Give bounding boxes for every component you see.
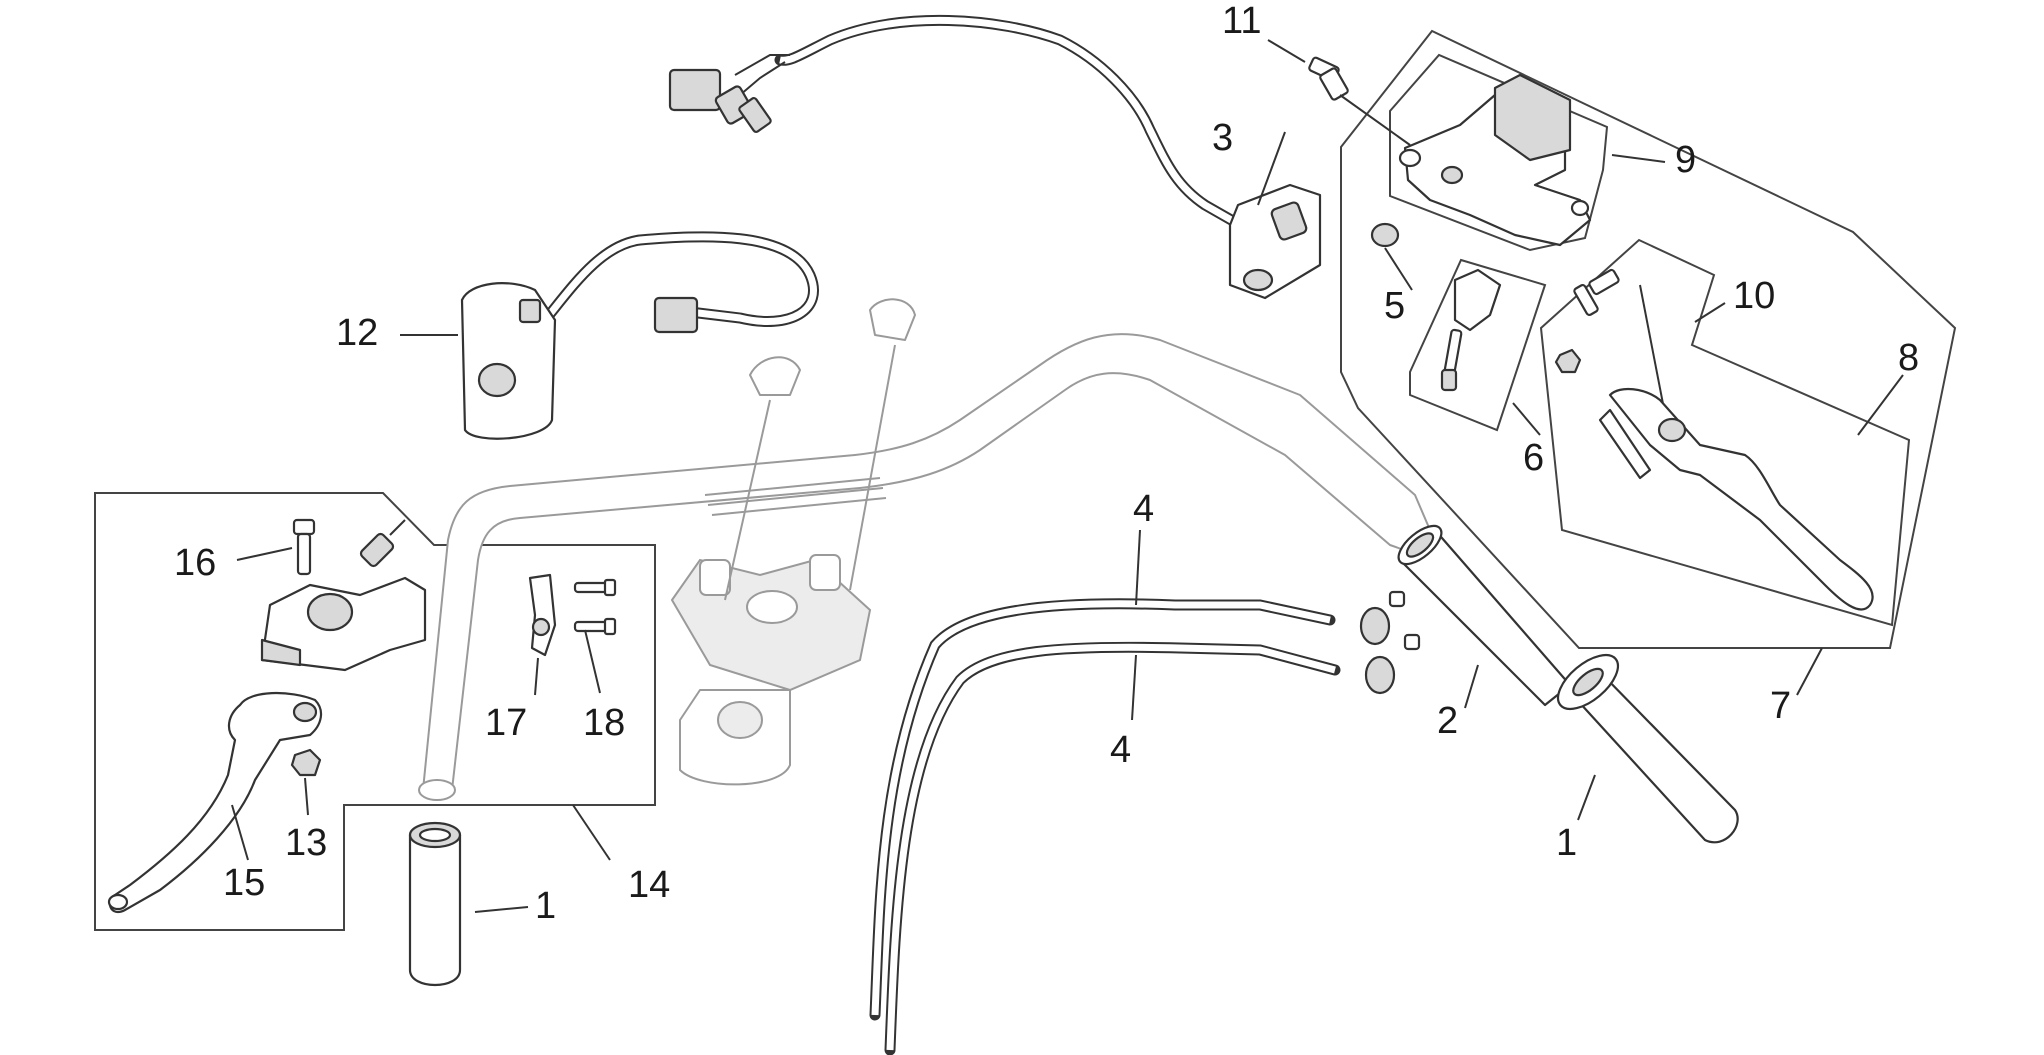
washer-5 <box>1370 222 1400 248</box>
clutch-nut-13 <box>290 748 322 777</box>
callout-1-right: 1 <box>1556 822 1577 864</box>
callout-4-top: 4 <box>1133 488 1154 530</box>
callout-15: 15 <box>223 862 265 904</box>
clamp-subbox <box>1409 258 1547 432</box>
callout-11: 11 <box>1222 0 1261 42</box>
callout-18: 18 <box>583 702 625 744</box>
callout-7: 7 <box>1770 685 1791 727</box>
callout-9: 9 <box>1675 139 1696 181</box>
callout-1-left: 1 <box>535 885 556 927</box>
callout-10: 10 <box>1733 275 1775 317</box>
lever-nut <box>1554 348 1582 374</box>
brake-lever-subbox <box>1539 238 1911 627</box>
right-switch-harness <box>668 14 1281 251</box>
callout-12: 12 <box>336 312 378 354</box>
callout-2: 2 <box>1437 700 1458 742</box>
throttle-tube-2 <box>1397 524 1572 707</box>
leader-lines <box>231 39 1904 913</box>
lever-clamp-6 <box>1440 268 1502 392</box>
callout-4-bottom: 4 <box>1110 729 1131 771</box>
handlebar-ghost <box>418 333 1431 801</box>
reservoir-bolt <box>1308 56 1411 146</box>
callout-16: 16 <box>174 542 216 584</box>
callout-13: 13 <box>285 822 327 864</box>
callout-3: 3 <box>1212 117 1233 159</box>
right-grip-1 <box>1556 653 1739 844</box>
right-brake-assembly-box <box>1340 29 1957 649</box>
left-grip-1 <box>408 821 462 987</box>
throttle-cables-4 <box>869 590 1421 1055</box>
callout-17: 17 <box>485 702 527 744</box>
triple-clamp-ghost <box>670 298 916 786</box>
left-switch-housing <box>460 282 557 440</box>
callout-6: 6 <box>1523 437 1544 479</box>
master-cylinder-subbox <box>1389 53 1609 252</box>
left-clutch-assembly-box <box>94 492 656 931</box>
brake-lever-8 <box>1598 387 1874 611</box>
callout-5: 5 <box>1384 285 1405 327</box>
callout-8: 8 <box>1898 337 1919 379</box>
left-switch-harness <box>539 231 819 334</box>
clutch-bolt-16 <box>292 518 316 576</box>
clutch-lever-15 <box>107 692 323 913</box>
clutch-switch-connector <box>359 519 406 568</box>
callout-14: 14 <box>628 864 670 906</box>
brake-master-cylinder <box>1398 73 1592 247</box>
clamp-17 <box>528 573 557 657</box>
screws-18 <box>573 578 617 636</box>
right-switch-housing <box>1228 183 1322 300</box>
clutch-perch <box>260 576 427 672</box>
